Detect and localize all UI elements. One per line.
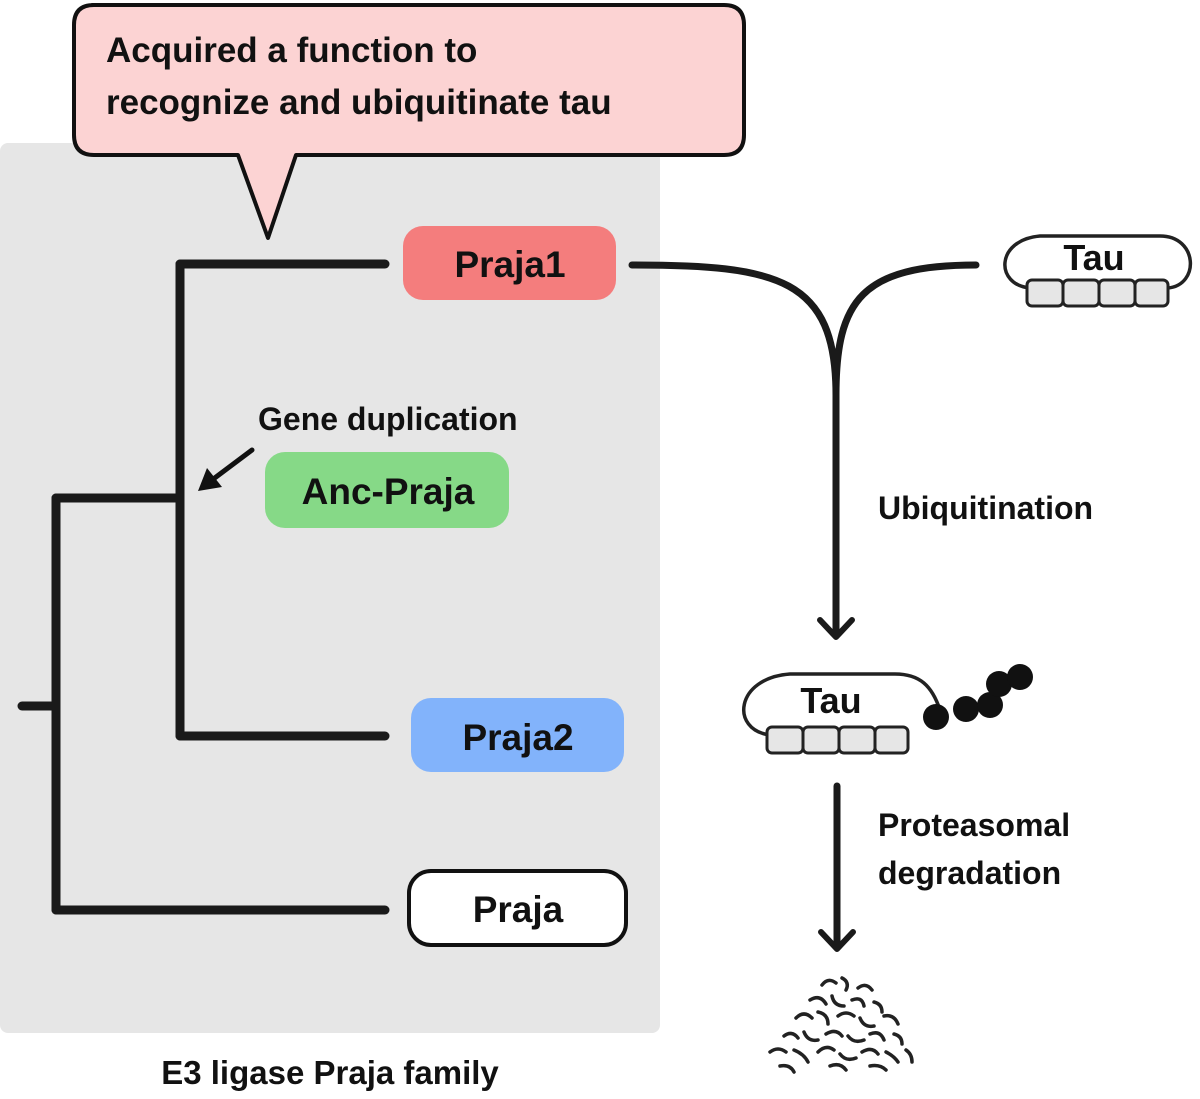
- ubiquitination-arrowhead: [817, 617, 855, 640]
- node-praja2-label: Praja2: [462, 717, 573, 758]
- node-praja2: Praja2: [411, 698, 624, 772]
- gene-duplication-label: Gene duplication: [258, 401, 518, 437]
- node-praja1-label: Praja1: [454, 244, 565, 285]
- phylogenetic-tree: [17, 259, 390, 915]
- ubiquitin-chain: [923, 664, 1033, 730]
- tau-label: Tau: [1063, 237, 1124, 278]
- tau-protein: Tau: [1003, 234, 1193, 308]
- node-anc-praja: Anc-Praja: [265, 452, 509, 528]
- family-caption: E3 ligase Praja family: [161, 1054, 499, 1091]
- degradation-label-line2: degradation: [878, 855, 1061, 891]
- node-praja1: Praja1: [403, 226, 616, 300]
- tau-ubiquitinated: Tau: [742, 664, 1033, 755]
- tau-ub-label: Tau: [800, 680, 861, 721]
- peptide-fragments-icon: [768, 976, 914, 1074]
- family-panel: [0, 143, 660, 1033]
- degradation-label-line1: Proteasomal: [878, 807, 1070, 843]
- node-praja: Praja: [407, 869, 628, 947]
- node-praja-label: Praja: [473, 889, 564, 930]
- callout-line2: recognize and ubiquitinate tau: [106, 83, 612, 122]
- merge-curves: [628, 261, 980, 636]
- gene-duplication-arrow: [198, 447, 255, 491]
- degradation-arrow: [818, 782, 856, 952]
- ubiquitination-label: Ubiquitination: [878, 490, 1093, 526]
- callout-line1: Acquired a function to: [106, 31, 477, 70]
- node-anc-praja-label: Anc-Praja: [302, 471, 475, 512]
- callout-bubble: Acquired a function to recognize and ubi…: [72, 3, 746, 240]
